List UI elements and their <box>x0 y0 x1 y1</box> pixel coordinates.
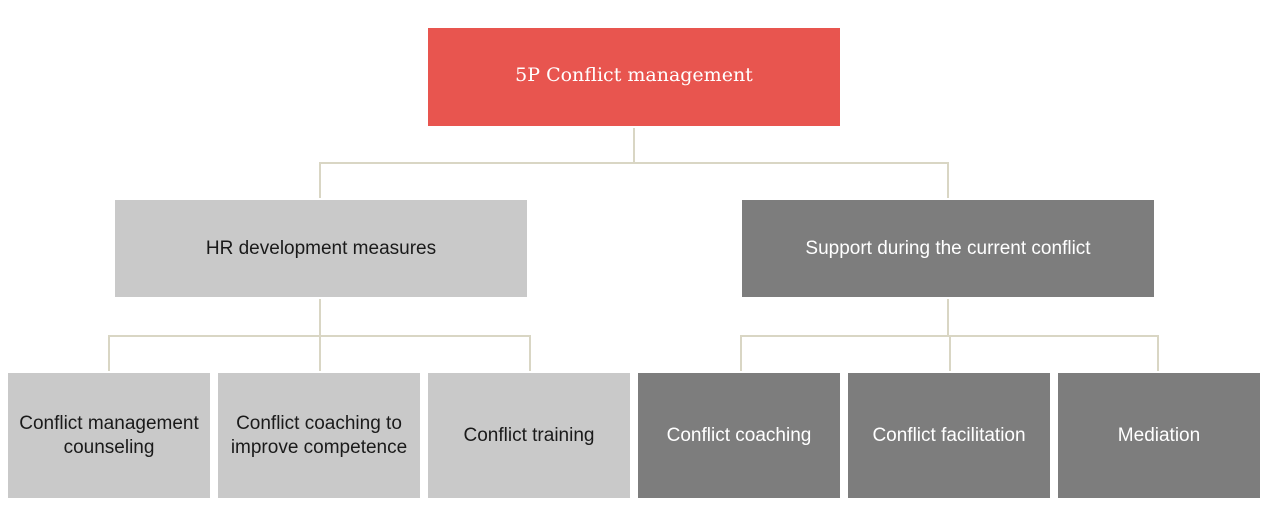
branch-node-current-conflict-support: Support during the current conflict <box>740 198 1156 299</box>
connector-right-branch-to-children <box>740 299 1159 371</box>
connector-root-to-branches <box>319 128 949 198</box>
leaf-node-conflict-management-counseling: Conflict management counseling <box>6 371 212 500</box>
leaf-node-label: Conflict training <box>463 424 595 446</box>
connector-left-branch-to-children <box>108 299 531 371</box>
leaf-node-conflict-coaching-competence: Conflict coaching to improve competence <box>216 371 422 500</box>
leaf-node-conflict-coaching: Conflict coaching <box>636 371 842 500</box>
branch-node-label: Support during the current conflict <box>805 237 1091 259</box>
leaf-node-label: Conflict coaching <box>666 424 812 446</box>
leaf-node-label: Conflict management counseling <box>19 412 199 458</box>
leaf-node-mediation: Mediation <box>1056 371 1262 500</box>
leaf-node-conflict-facilitation: Conflict facilitation <box>846 371 1052 500</box>
leaf-node-conflict-training: Conflict training <box>426 371 632 500</box>
leaf-node-label: Mediation <box>1117 424 1201 446</box>
branch-node-label: HR development measures <box>205 237 437 259</box>
branch-node-hr-development: HR development measures <box>113 198 529 299</box>
leaf-node-label: Conflict coaching to improve competence <box>230 412 408 458</box>
root-node-label: 5P Conflict management <box>515 64 753 86</box>
leaf-node-label: Conflict facilitation <box>872 424 1026 446</box>
root-node: 5P Conflict management <box>426 26 842 128</box>
